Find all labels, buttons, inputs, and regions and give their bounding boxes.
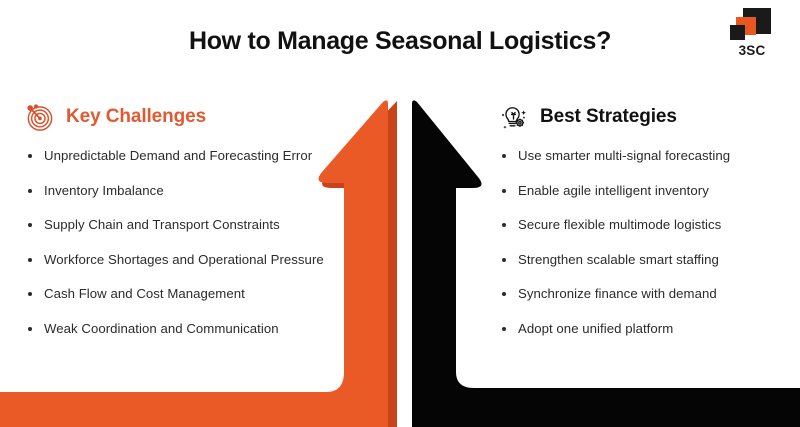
list-item: Synchronize finance with demand <box>498 286 798 302</box>
list-item-label: Secure flexible multimode logistics <box>518 217 722 232</box>
list-item: Enable agile intelligent inventory <box>498 183 798 199</box>
bullet-dot-icon <box>28 154 32 158</box>
list-item-label: Enable agile intelligent inventory <box>518 182 709 198</box>
target-dartboard-icon <box>27 103 53 131</box>
brand-logo: 3SC <box>722 8 782 64</box>
list-item-label: Strengthen scalable smart staffing <box>518 251 719 267</box>
list-item: Use smarter multi-signal forecasting <box>498 148 798 164</box>
challenges-header: Key Challenges <box>24 100 354 134</box>
list-item-label: Unpredictable Demand and Forecasting Err… <box>44 148 313 163</box>
list-item: Strengthen scalable smart staffing <box>498 252 798 268</box>
strategies-header: Best Strategies <box>498 100 798 134</box>
list-item-label: Weak Coordination and Communication <box>44 320 279 336</box>
bullet-dot-icon <box>502 292 506 296</box>
list-item-label: Inventory Imbalance <box>44 182 164 198</box>
bullet-dot-icon <box>502 188 506 193</box>
bullet-dot-icon <box>28 292 32 296</box>
strategies-heading: Best Strategies <box>540 106 677 127</box>
challenges-column: Key Challenges Unpredictable Demand and … <box>24 100 354 355</box>
list-item-label: Synchronize finance with demand <box>518 286 717 301</box>
list-item-label: Adopt one unified platform <box>518 320 674 336</box>
logo-wordmark: 3SC <box>738 43 766 58</box>
bullet-dot-icon <box>502 257 506 262</box>
list-item-label: Workforce Shortages and Operational Pres… <box>44 251 324 267</box>
list-item-label: Use smarter multi-signal forecasting <box>518 148 731 163</box>
strategies-list: Use smarter multi-signal forecasting Ena… <box>498 148 798 337</box>
lightbulb-gear-idea-icon <box>502 106 526 129</box>
bullet-dot-icon <box>502 154 506 158</box>
logo-square-small-icon <box>730 25 745 40</box>
list-item: Adopt one unified platform <box>498 321 798 337</box>
list-item-label: Cash Flow and Cost Management <box>44 286 245 301</box>
list-item-label: Supply Chain and Transport Constraints <box>44 217 280 232</box>
list-item: Cash Flow and Cost Management <box>24 286 354 302</box>
bullet-dot-icon <box>28 257 32 262</box>
list-item: Unpredictable Demand and Forecasting Err… <box>24 148 354 164</box>
list-item: Workforce Shortages and Operational Pres… <box>24 252 354 268</box>
list-item: Weak Coordination and Communication <box>24 321 354 337</box>
list-item: Inventory Imbalance <box>24 183 354 199</box>
challenges-list: Unpredictable Demand and Forecasting Err… <box>24 148 354 337</box>
list-item: Secure flexible multimode logistics <box>498 217 798 233</box>
challenges-heading: Key Challenges <box>66 106 207 127</box>
list-item: Supply Chain and Transport Constraints <box>24 217 354 233</box>
bullet-dot-icon <box>28 188 32 193</box>
bullet-dot-icon <box>502 223 506 227</box>
logo-mark <box>729 8 775 42</box>
bullet-dot-icon <box>28 326 32 331</box>
page-title: How to Manage Seasonal Logistics? <box>188 27 612 55</box>
strategies-column: Best Strategies Use smarter multi-signal… <box>498 100 798 355</box>
bullet-dot-icon <box>502 326 506 331</box>
bullet-dot-icon <box>28 223 32 227</box>
